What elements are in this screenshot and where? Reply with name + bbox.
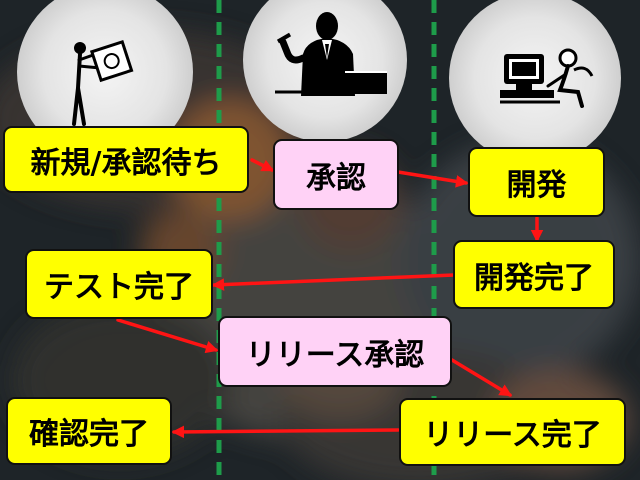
step-label: 開発完了 xyxy=(474,260,594,296)
step-development: 開発 xyxy=(468,147,605,217)
requester-figure-icon xyxy=(72,39,134,126)
step-release-approval: リリース承認 xyxy=(218,316,452,387)
step-new-pending-approval: 新規/承認待ち xyxy=(3,126,249,193)
step-label: 確認完了 xyxy=(29,417,149,452)
step-development-complete: 開発完了 xyxy=(453,240,615,309)
step-label: リリース承認 xyxy=(245,337,425,373)
step-release-complete: リリース完了 xyxy=(399,398,626,466)
step-label: 承認 xyxy=(306,160,366,196)
step-label: 新規/承認待ち xyxy=(30,145,222,181)
step-approval: 承認 xyxy=(273,139,399,210)
step-confirm-complete: 確認完了 xyxy=(6,397,172,465)
step-test-complete: テスト完了 xyxy=(25,249,213,319)
step-label: テスト完了 xyxy=(44,270,194,305)
step-label: 開発 xyxy=(506,168,567,203)
approver-manager-icon xyxy=(275,12,387,96)
developer-at-computer-icon xyxy=(500,48,594,108)
step-label: リリース完了 xyxy=(423,418,602,453)
